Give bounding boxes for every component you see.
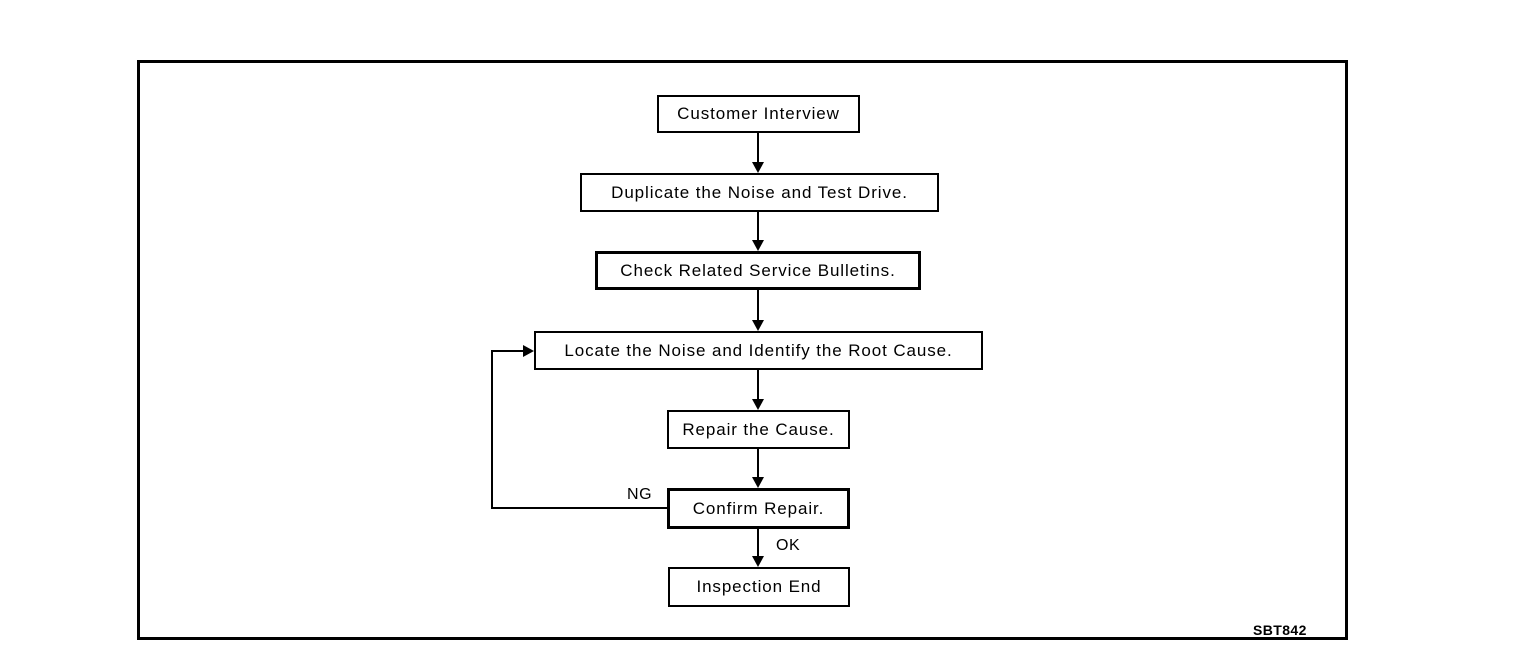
arrowhead-bulletins-to-locate xyxy=(752,320,764,331)
connector-duplicate-to-bulletins xyxy=(757,212,759,241)
connector-ng-horizontal-bottom xyxy=(491,507,667,509)
node-customer-interview-label: Customer Interview xyxy=(677,104,840,123)
figure-frame: Customer Interview Duplicate the Noise a… xyxy=(137,60,1348,640)
edge-label-ok: OK xyxy=(776,537,801,554)
node-check-bulletins[interactable]: Check Related Service Bulletins. xyxy=(595,251,921,290)
arrowhead-repair-to-confirm xyxy=(752,477,764,488)
connector-ng-vertical xyxy=(491,351,493,509)
connector-bulletins-to-locate xyxy=(757,290,759,321)
arrowhead-confirm-to-end xyxy=(752,556,764,567)
node-locate-noise[interactable]: Locate the Noise and Identify the Root C… xyxy=(534,331,983,370)
arrowhead-ng-to-locate xyxy=(523,345,534,357)
figure-id-label: SBT842 xyxy=(1253,622,1307,638)
node-customer-interview[interactable]: Customer Interview xyxy=(657,95,860,133)
connector-interview-to-duplicate xyxy=(757,133,759,163)
arrowhead-duplicate-to-bulletins xyxy=(752,240,764,251)
node-locate-noise-label: Locate the Noise and Identify the Root C… xyxy=(564,340,953,360)
arrowhead-locate-to-repair xyxy=(752,399,764,410)
connector-confirm-to-end xyxy=(757,529,759,557)
node-duplicate-noise[interactable]: Duplicate the Noise and Test Drive. xyxy=(580,173,939,212)
node-repair-cause[interactable]: Repair the Cause. xyxy=(667,410,850,449)
node-repair-cause-label: Repair the Cause. xyxy=(682,419,835,439)
node-confirm-repair[interactable]: Confirm Repair. xyxy=(667,488,850,529)
node-inspection-end[interactable]: Inspection End xyxy=(668,567,850,607)
node-confirm-repair-label: Confirm Repair. xyxy=(692,498,825,518)
connector-ng-horizontal-top xyxy=(491,350,525,352)
node-duplicate-noise-label: Duplicate the Noise and Test Drive. xyxy=(611,182,908,202)
connector-locate-to-repair xyxy=(757,370,759,400)
connector-repair-to-confirm xyxy=(757,449,759,478)
node-check-bulletins-label: Check Related Service Bulletins. xyxy=(620,260,896,280)
arrowhead-interview-to-duplicate xyxy=(752,162,764,173)
node-inspection-end-label: Inspection End xyxy=(696,577,822,596)
edge-label-ng: NG xyxy=(627,486,653,503)
